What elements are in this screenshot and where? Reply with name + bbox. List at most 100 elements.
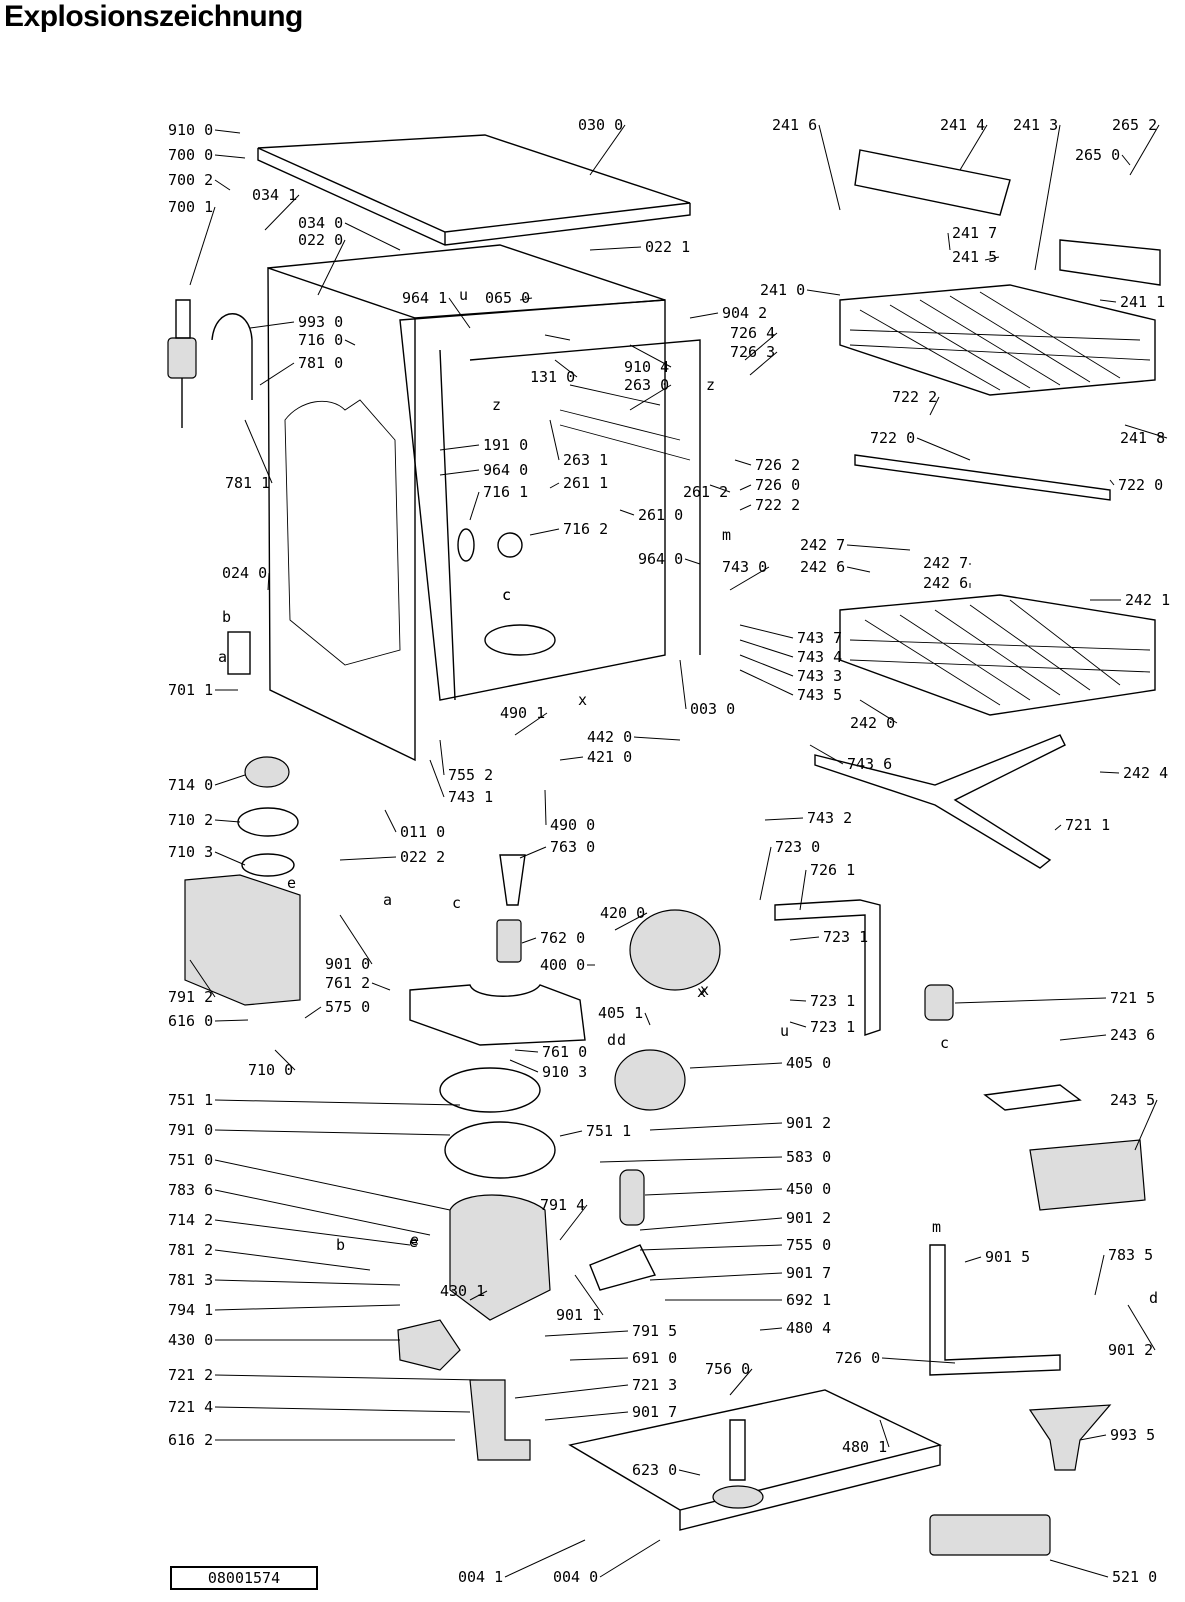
hose-755: [589, 1244, 657, 1291]
part-number-label: 721 3: [632, 1376, 677, 1394]
leader-line: [739, 654, 794, 677]
filter-cylinder-762: [496, 919, 522, 963]
leader-line: [589, 124, 626, 176]
part-number-label: 623 0: [632, 1461, 677, 1479]
part-number-label: 242 7: [923, 554, 968, 572]
part-number-label: 710 0: [248, 1061, 293, 1079]
leader-line: [729, 566, 770, 591]
reference-marker: b: [222, 608, 231, 626]
reference-marker: x: [697, 983, 706, 1001]
part-number-label: 241 8: [1120, 429, 1165, 447]
part-number-label: 241 1: [1120, 293, 1165, 311]
part-number-label: 242 0: [850, 714, 895, 732]
part-number-label: 794 1: [168, 1301, 213, 1319]
leader-line: [739, 504, 752, 511]
shelf-241-1: [1059, 239, 1161, 286]
part-number-label: 242 7: [800, 536, 845, 554]
upper-basket-grid: [849, 291, 1151, 391]
part-number-label: 480 4: [786, 1319, 831, 1337]
salt-seal-710-3: [241, 853, 295, 877]
leader-line: [599, 1539, 661, 1578]
leader-line: [429, 759, 445, 798]
part-number-label: 710 3: [168, 843, 213, 861]
part-number-label: 450 0: [786, 1180, 831, 1198]
part-drawings: [167, 134, 1161, 1556]
sump-751-0: [449, 1194, 551, 1321]
reference-marker: x: [700, 981, 709, 999]
leader-line: [1121, 154, 1131, 166]
spray-arm-hub: [497, 532, 523, 558]
part-number-label: 583 0: [786, 1148, 831, 1166]
leader-line: [549, 419, 560, 461]
leader-line: [214, 1099, 461, 1106]
leader-line: [1079, 1434, 1107, 1441]
part-number-label: 910 4: [624, 358, 669, 376]
leader-line: [1034, 124, 1061, 271]
leader-line: [469, 491, 480, 521]
part-number-label: 726 4: [730, 324, 775, 342]
leader-line: [214, 129, 241, 134]
part-number-label: 901 5: [985, 1248, 1030, 1266]
leader-line: [559, 756, 584, 761]
leader-line: [639, 1217, 783, 1231]
part-number-label: 755 2: [448, 766, 493, 784]
leader-line: [439, 739, 445, 776]
part-number-label: 241 6: [772, 116, 817, 134]
part-number-label: 405 1: [598, 1004, 643, 1022]
part-number-label: 265 0: [1075, 146, 1120, 164]
filter-unit-521: [929, 1514, 1051, 1556]
part-number-label: 761 2: [325, 974, 370, 992]
tray-243-6: [983, 1084, 1082, 1111]
base-tray-004: [568, 1389, 943, 1531]
part-number-label: 743 7: [797, 629, 842, 647]
leader-line: [1094, 1254, 1105, 1296]
reference-marker: d: [607, 1031, 616, 1049]
leader-line: [809, 744, 844, 765]
upper-basket-241: [839, 284, 1156, 396]
part-number-label: 241 7: [952, 224, 997, 242]
part-number-label: 420 0: [600, 904, 645, 922]
leader-line: [214, 774, 246, 786]
leader-line: [1099, 771, 1120, 774]
part-number-label: 716 1: [483, 483, 528, 501]
leader-line: [947, 232, 951, 251]
part-number-label: 743 6: [847, 755, 892, 773]
leader-line: [644, 1012, 651, 1026]
part-number-label: 722 2: [892, 388, 937, 406]
part-number-label: 783 6: [168, 1181, 213, 1199]
reference-marker: b: [336, 1236, 345, 1254]
part-number-label: 993 0: [298, 313, 343, 331]
leader-line: [514, 1384, 629, 1399]
leader-line: [789, 999, 807, 1002]
part-number-label: 022 1: [645, 238, 690, 256]
leader-line: [554, 359, 578, 378]
reference-marker: z: [492, 396, 501, 414]
leader-line: [448, 297, 471, 329]
leader-line: [1059, 1034, 1107, 1041]
part-number-label: 716 0: [298, 331, 343, 349]
leader-line: [739, 669, 794, 696]
part-number-label: 034 0: [298, 214, 343, 232]
part-number-label: 692 1: [786, 1291, 831, 1309]
part-number-label: 781 0: [298, 354, 343, 372]
leader-line: [846, 544, 911, 551]
part-number-label: 723 1: [823, 928, 868, 946]
leader-line: [439, 469, 480, 476]
leader-line: [818, 124, 841, 211]
leader-line: [929, 396, 940, 416]
part-number-label: 065 0: [485, 289, 530, 307]
leader-line: [614, 912, 648, 931]
part-number-label: 241 5: [952, 248, 997, 266]
leader-line: [214, 154, 246, 159]
part-number-label: 726 1: [810, 861, 855, 879]
leader-line: [521, 937, 537, 944]
part-number-label: 726 3: [730, 343, 775, 361]
part-number-label: 910 3: [542, 1063, 587, 1081]
leader-line: [589, 246, 642, 251]
part-number-label: 763 0: [550, 838, 595, 856]
part-number-label: 756 0: [705, 1360, 750, 1378]
part-number-label: 726 2: [755, 456, 800, 474]
part-number-label: 901 7: [786, 1264, 831, 1282]
cabinet-top-rail: [267, 244, 666, 319]
part-number-label: 011 0: [400, 823, 445, 841]
